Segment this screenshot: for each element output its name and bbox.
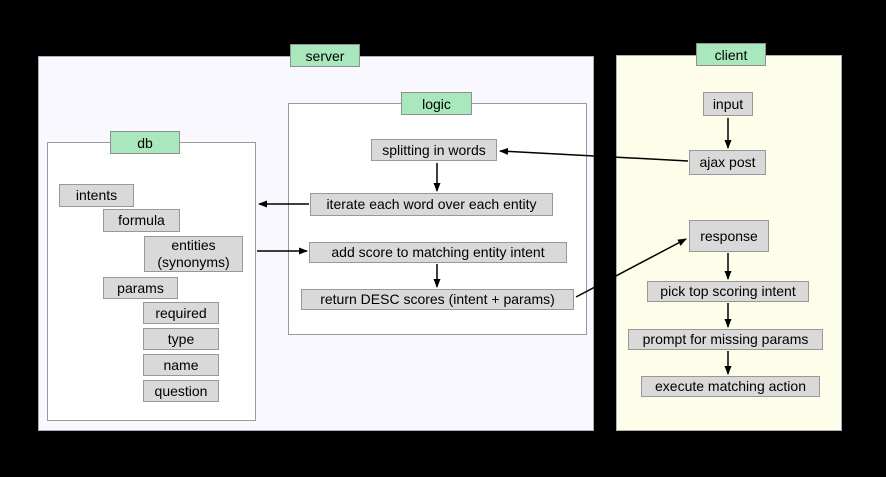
node-execute-matching-action-text: execute matching action: [655, 378, 806, 394]
node-formula: formula: [103, 209, 180, 232]
node-required: required: [143, 302, 219, 324]
node-input-text: input: [712, 95, 744, 112]
node-formula-text: formula: [118, 212, 165, 228]
node-ajax-post: ajax post: [689, 150, 766, 175]
node-question: question: [143, 380, 219, 402]
db-label: db: [110, 131, 180, 154]
node-return-desc-scores: return DESC scores (intent + params): [301, 289, 574, 310]
node-response-text: response: [700, 227, 758, 244]
node-pick-top-scoring-intent: pick top scoring intent: [647, 281, 809, 302]
logic-label: logic: [401, 92, 472, 115]
logic-label-text: logic: [422, 95, 451, 112]
node-entities-synonyms-text: entities (synonyms): [157, 237, 230, 270]
node-iterate-each-word-text: iterate each word over each entity: [326, 196, 537, 212]
node-prompt-for-missing-params-text: prompt for missing params: [642, 331, 809, 347]
server-label: server: [290, 44, 360, 67]
node-intents-text: intents: [75, 187, 118, 203]
node-name: name: [143, 354, 219, 376]
node-type: type: [143, 328, 219, 350]
node-iterate-each-word: iterate each word over each entity: [310, 193, 553, 216]
node-entities-synonyms: entities (synonyms): [144, 236, 243, 272]
node-add-score: add score to matching entity intent: [309, 242, 567, 263]
node-splitting-in-words: splitting in words: [371, 139, 497, 161]
node-question-text: question: [154, 382, 208, 399]
server-label-text: server: [305, 47, 345, 64]
node-prompt-for-missing-params: prompt for missing params: [628, 329, 823, 350]
db-label-text: db: [137, 134, 153, 151]
node-ajax-post-text: ajax post: [699, 154, 756, 170]
node-params-text: params: [117, 279, 164, 296]
node-intents: intents: [59, 184, 134, 207]
node-name-text: name: [163, 356, 199, 373]
node-add-score-text: add score to matching entity intent: [331, 244, 545, 260]
client-label: client: [696, 43, 766, 66]
node-return-desc-scores-text: return DESC scores (intent + params): [320, 291, 555, 307]
node-response: response: [689, 220, 769, 252]
node-type-text: type: [167, 330, 195, 347]
client-label-text: client: [714, 46, 748, 63]
node-pick-top-scoring-intent-text: pick top scoring intent: [660, 283, 796, 299]
node-execute-matching-action: execute matching action: [641, 376, 820, 397]
node-params: params: [103, 277, 178, 299]
node-input: input: [703, 92, 753, 116]
node-required-text: required: [155, 304, 207, 321]
node-splitting-in-words-text: splitting in words: [382, 141, 486, 158]
